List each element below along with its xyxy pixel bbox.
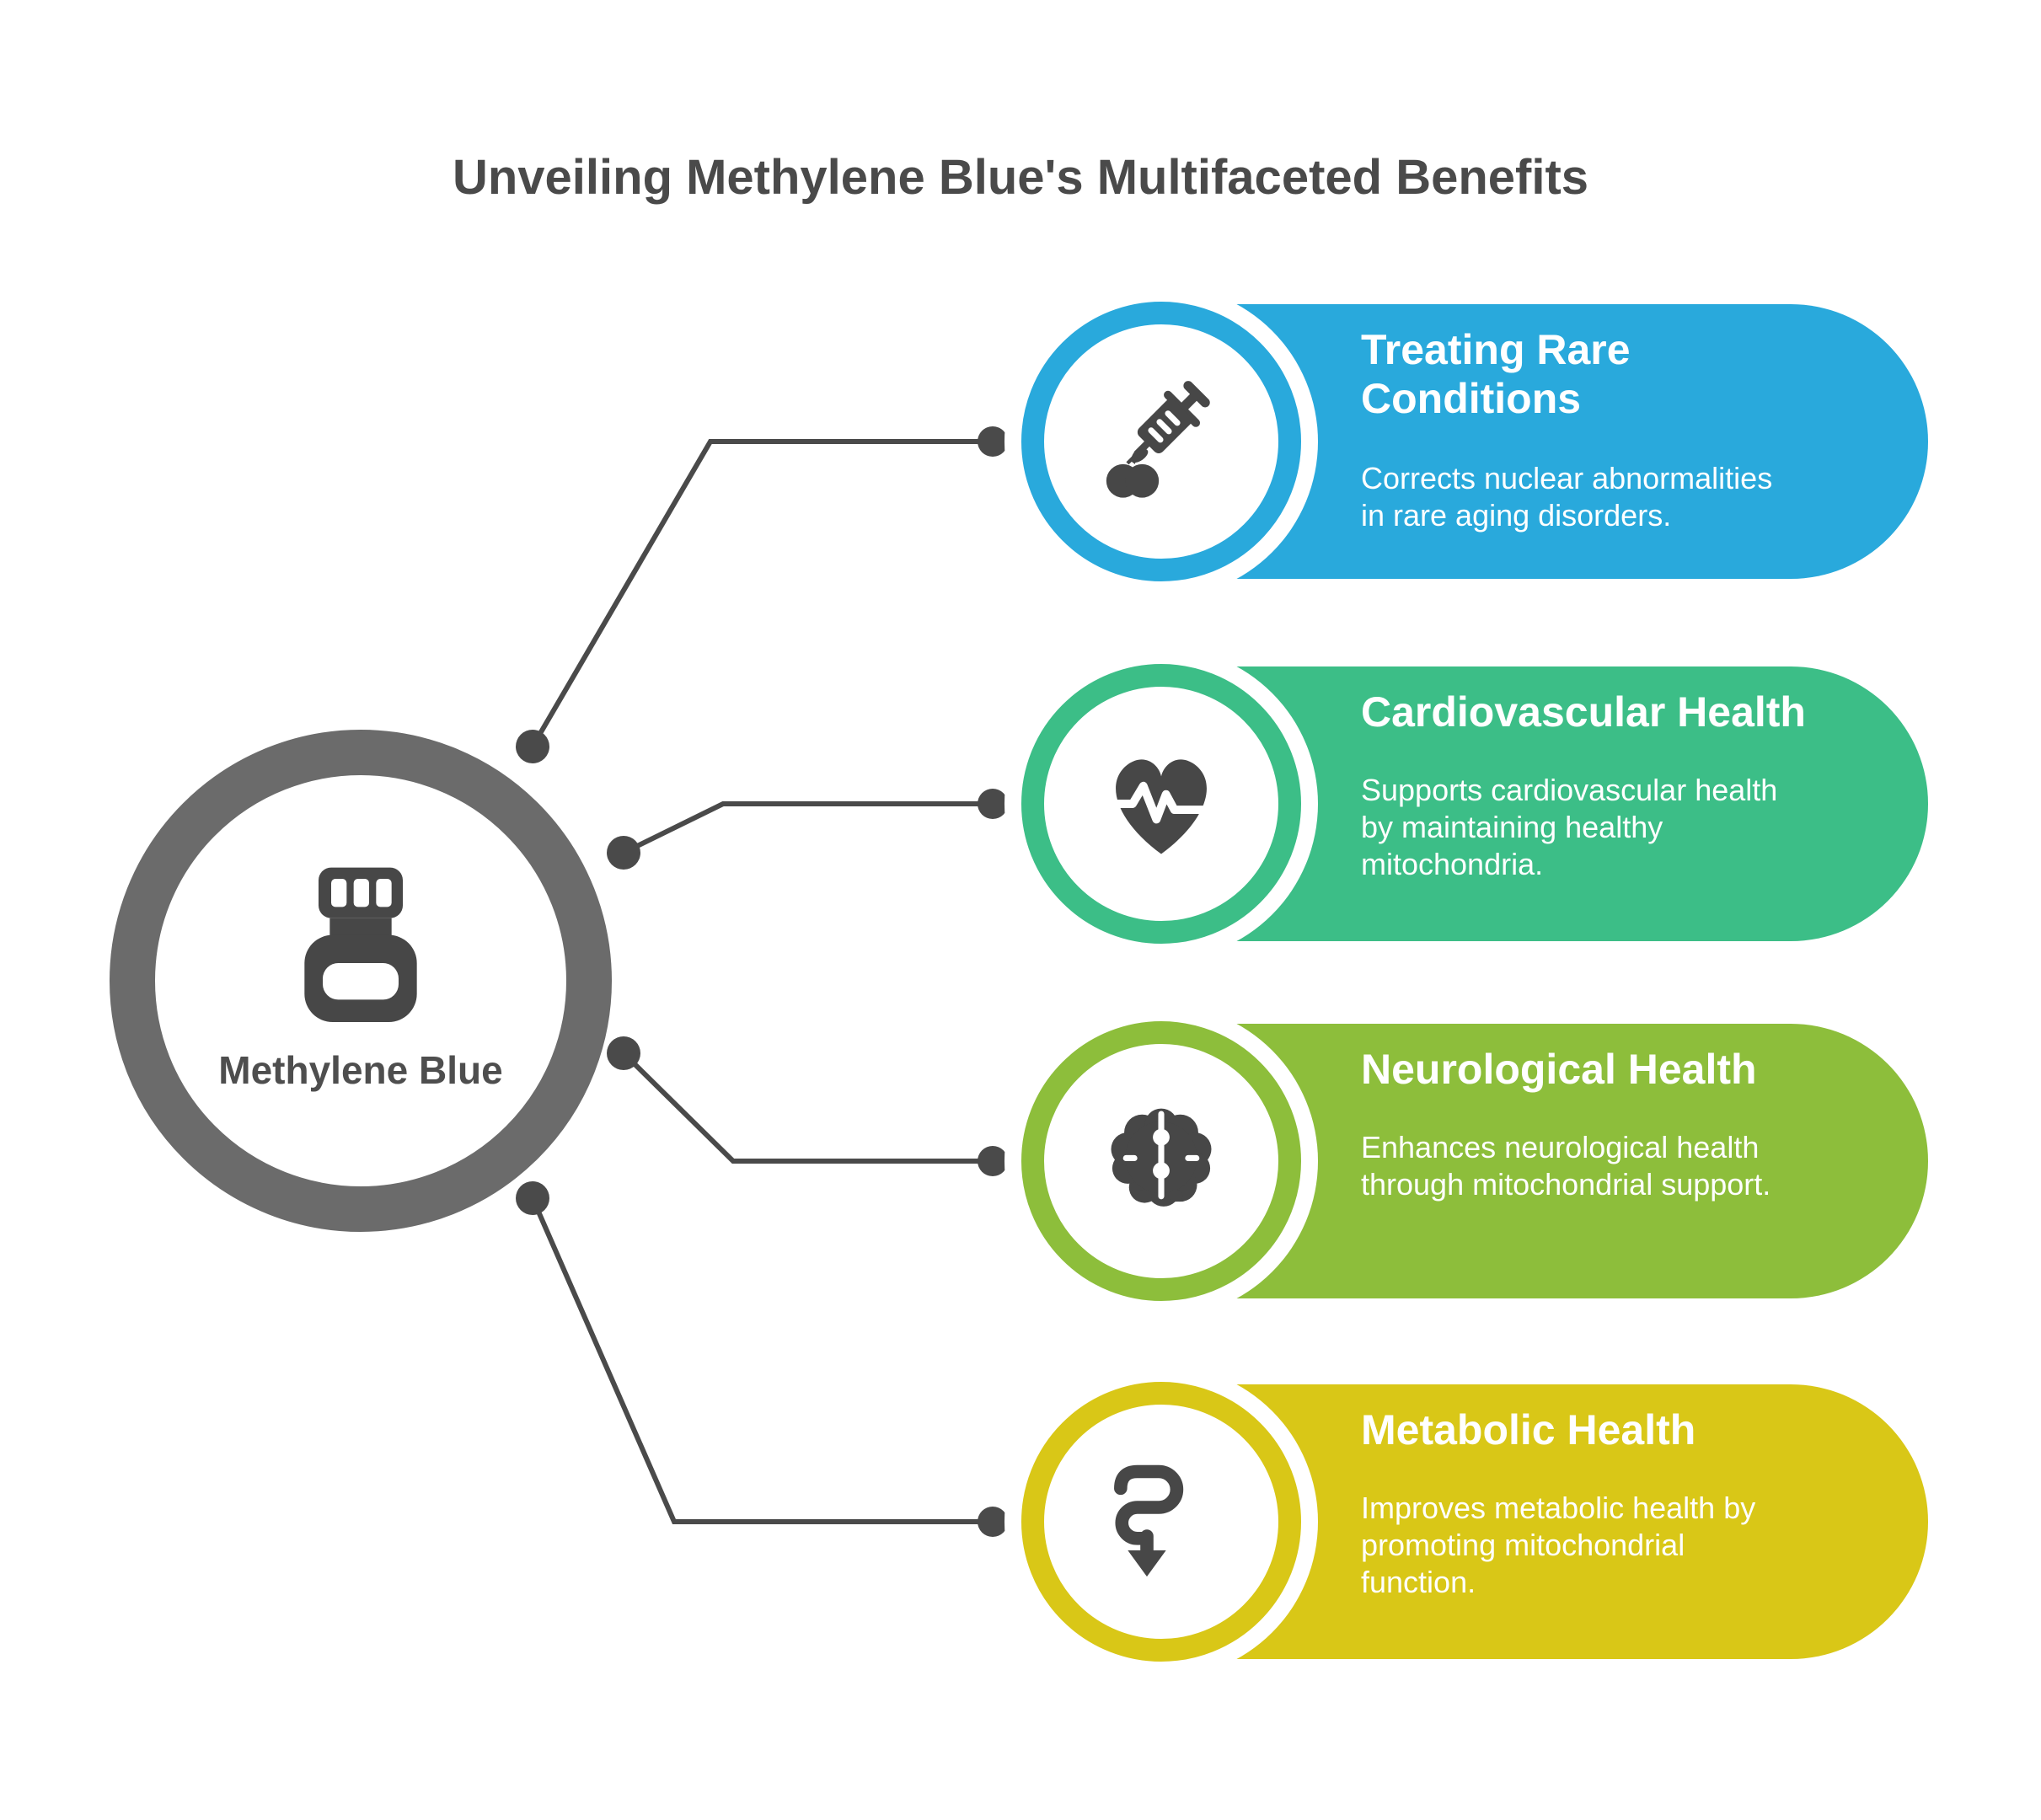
card-title: Treating Rare Conditions [1361,326,1631,422]
connector-dot [607,836,640,870]
connector-dot [978,1146,1008,1176]
card-icon-circle [1021,302,1301,581]
connector-line-1 [530,439,993,748]
connector-dot [978,789,1008,819]
central-node-label: Methylene Blue [218,1048,503,1092]
card-icon-circle [1021,1382,1301,1662]
card-treating-rare-conditions: Treating Rare Conditions Corrects nuclea… [1021,302,1928,581]
connector-dot [516,730,549,763]
connector-line-2 [622,801,993,855]
connector-line-3 [621,1051,993,1164]
card-title: Metabolic Health [1361,1406,1696,1453]
card-description: Improves metabolic health by promoting m… [1361,1491,1756,1599]
card-description: Enhances neurological health through mit… [1361,1130,1771,1202]
connector-line-4 [530,1196,993,1524]
connector-dot [516,1181,549,1215]
brain-icon [1111,1108,1212,1207]
card-icon-circle [1021,664,1301,944]
card-title: Neurological Health [1361,1046,1757,1093]
syringe-apple-icon [1106,381,1210,498]
connector-dot [607,1036,640,1070]
card-description: Supports cardiovascular health by mainta… [1361,773,1778,881]
connector-dot [978,1507,1008,1537]
card-cardiovascular-health: Cardiovascular Health Supports cardiovas… [1021,664,1928,944]
card-neurological-health: Neurological Health Enhances neurologica… [1021,1021,1928,1301]
card-title: Cardiovascular Health [1361,688,1806,736]
heart-pulse-icon [1104,759,1219,854]
card-metabolic-health: Metabolic Health Improves metabolic heal… [1021,1382,1928,1662]
page-title: Unveiling Methylene Blue's Multifaceted … [452,149,1589,205]
card-icon-circle [1021,1021,1301,1301]
metabolic-arrow-icon [1114,1464,1184,1577]
medicine-bottle-icon [304,867,417,1022]
card-description: Corrects nuclear abnormalities in rare a… [1361,461,1773,533]
connector-dot [978,426,1008,457]
central-node: Methylene Blue [110,730,612,1232]
